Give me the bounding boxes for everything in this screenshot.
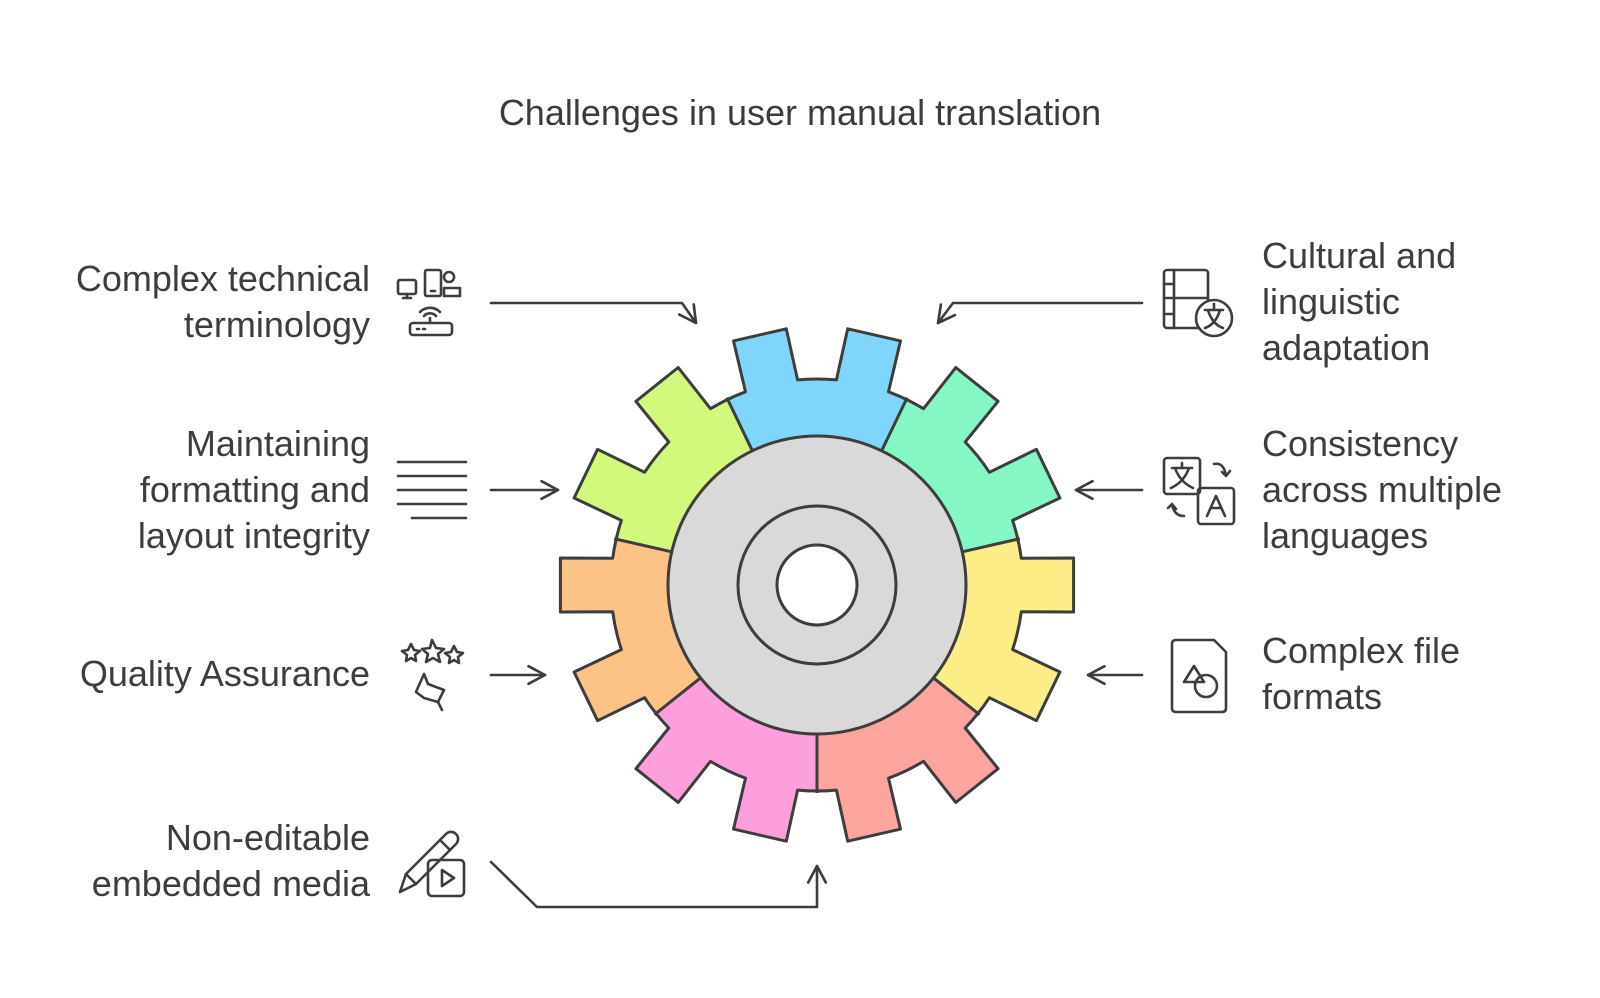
label-formatting-layout: Maintaining formatting and layout integr… xyxy=(137,423,370,556)
stars-hand-icon xyxy=(400,638,465,712)
label-quality-assurance: Quality Assurance xyxy=(79,653,370,694)
label-embedded-media: Non-editable embedded media xyxy=(91,817,370,904)
diagram-title: Challenges in user manual translation xyxy=(498,92,1102,133)
label-technical-terminology: Complex technical terminology xyxy=(75,258,370,345)
devices-network-icon xyxy=(396,268,462,337)
text-lines-icon xyxy=(396,460,468,520)
gear-sector-divider xyxy=(932,676,981,716)
arrow-cultural xyxy=(936,301,1144,325)
label-consistency-languages: Consistency across multiple languages xyxy=(1262,423,1503,556)
arrow-technical xyxy=(489,301,698,325)
gear-sector-divider xyxy=(613,537,673,554)
gear-sector-divider xyxy=(880,396,909,452)
film-language-icon xyxy=(1162,268,1234,338)
gear-outline xyxy=(558,327,1076,843)
gear-sector-divider xyxy=(961,537,1021,554)
gear-center-hole xyxy=(775,543,859,627)
gear-sector-divider xyxy=(653,676,702,716)
file-shapes-icon xyxy=(1170,638,1228,714)
label-complex-file-formats: Complex file formats xyxy=(1262,630,1461,717)
arrow-media xyxy=(489,860,828,909)
gear-sector-divider xyxy=(725,396,754,452)
gear xyxy=(558,327,1076,843)
translate-icon xyxy=(1162,456,1236,526)
pencil-video-icon xyxy=(398,830,466,898)
label-cultural-adaptation: Cultural and linguistic adaptation xyxy=(1262,235,1457,368)
